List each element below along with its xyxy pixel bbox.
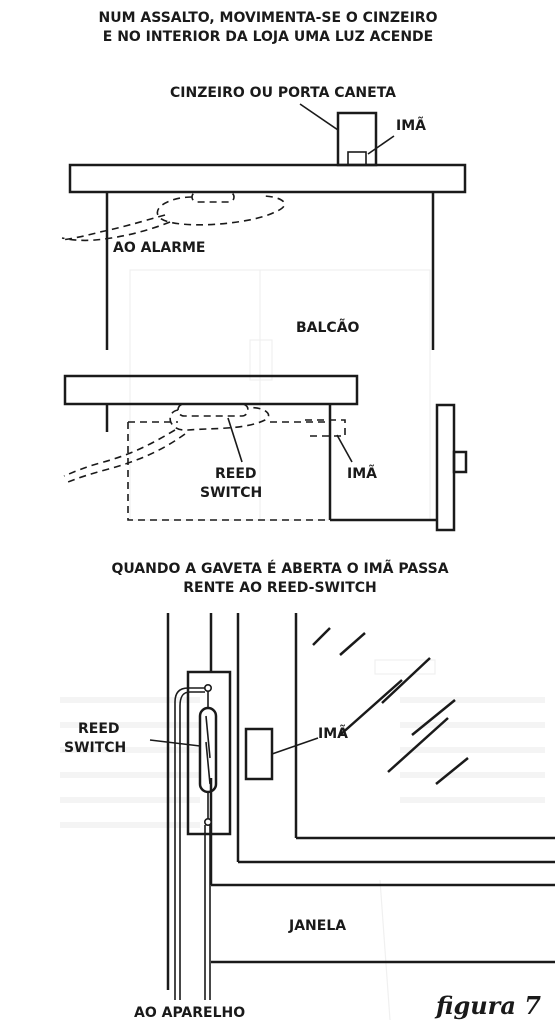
reed-leader-drawer [227, 417, 243, 463]
glass-reflection [312, 627, 469, 785]
panel3-title-line2: RENTE AO REED-SWITCH [183, 580, 377, 596]
bleed-through-texture [60, 269, 545, 1021]
drawer-hidden-body [127, 422, 430, 521]
counter-top [68, 163, 467, 194]
panel-window-reed: QUANDO A GAVETA É ABERTA O IMÃ PASSA REN… [64, 560, 555, 1021]
reed-contact-a [205, 715, 211, 759]
magnet-block-top [347, 151, 367, 166]
magnet-leader-top [367, 135, 395, 155]
reed-label-window-1: REED [78, 721, 120, 737]
magnet-label-drawer: IMÃ [347, 465, 377, 482]
ashtray-block [336, 111, 378, 167]
terminal-bottom [204, 817, 213, 826]
drawer-panel [435, 403, 456, 532]
panel3-title-line1: QUANDO A GAVETA É ABERTA O IMÃ PASSA [111, 560, 448, 577]
magnet-label-top: IMÃ [396, 117, 426, 134]
reed-wire-loop [169, 406, 270, 431]
device-wire-b [179, 691, 205, 1000]
reed-contact-b [205, 741, 211, 785]
reed-switch-drawer [177, 403, 249, 417]
magnet-leader-window [271, 737, 319, 755]
hidden-reed-switch [191, 191, 235, 203]
counter-label: BALCÃO [296, 319, 360, 336]
window-label: JANELA [288, 918, 346, 934]
reed-label-window-2: SWITCH [64, 740, 126, 756]
magnet-block-drawer [305, 419, 346, 437]
ashtray-leader-line [299, 103, 339, 131]
device-label: AO APARELHO [134, 1005, 245, 1021]
reed-label-drawer-1: REED [215, 466, 257, 482]
panel1-title-line1: NUM ASSALTO, MOVIMENTA-SE O CINZEIRO [99, 10, 438, 26]
magnet-leader-drawer [336, 434, 353, 463]
magnet-label-window: IMÃ [318, 725, 348, 742]
reed-wire-b [67, 433, 186, 483]
panel-ashtray-alarm: NUM ASSALTO, MOVIMENTA-SE O CINZEIRO E N… [61, 10, 467, 350]
reed-leader-window [149, 739, 201, 747]
alarm-wire-b [61, 221, 171, 242]
figure-caption: figura 7 [434, 991, 541, 1020]
drawer-counter-top [63, 374, 359, 406]
ashtray-label: CINZEIRO OU PORTA CANETA [170, 85, 396, 101]
reed-wire-a [63, 429, 176, 477]
reed-switch-capsule [198, 706, 218, 794]
alarm-label: AO ALARME [113, 240, 205, 256]
panel-drawer-reed: REED SWITCH IMÃ [63, 374, 468, 532]
hidden-wire-loop [156, 195, 286, 226]
terminal-top [204, 683, 213, 692]
alarm-wire-a [61, 214, 166, 241]
device-wire-a [174, 687, 205, 1000]
panel1-title-line2: E NO INTERIOR DA LOJA UMA LUZ ACENDE [103, 29, 433, 45]
reed-mount-plate [186, 670, 232, 836]
drawer-knob [452, 450, 468, 474]
magnet-block-window [244, 727, 274, 781]
reed-label-drawer-2: SWITCH [200, 485, 262, 501]
